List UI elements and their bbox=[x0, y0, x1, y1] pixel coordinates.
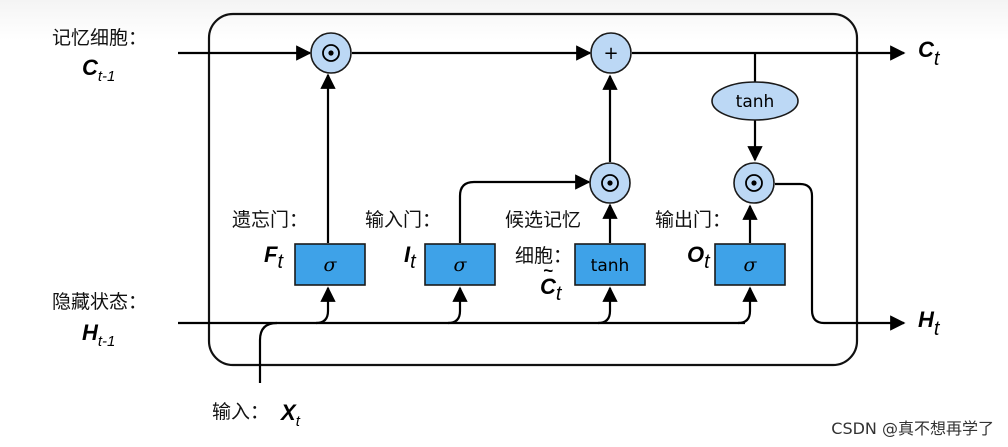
forget-gate-in-line bbox=[315, 286, 336, 325]
input-label: 输入： bbox=[212, 401, 269, 423]
forget-gate-box: σ bbox=[294, 243, 366, 286]
input-x-line bbox=[258, 321, 278, 383]
output-multiply-node bbox=[733, 162, 775, 204]
c-tilde-symbol: Ct bbox=[540, 274, 563, 305]
x-symbol: Xt bbox=[279, 400, 301, 430]
cell-tanh-label: tanh bbox=[736, 92, 775, 112]
input-gate-sigma: σ bbox=[454, 254, 468, 276]
h-prev-symbol: Ht-1 bbox=[82, 320, 115, 350]
output-gate-in-line bbox=[737, 286, 758, 325]
forget-gate-label: 遗忘门： bbox=[232, 209, 308, 231]
candidate-gate-tanh: tanh bbox=[591, 256, 630, 276]
input-gate-box: σ bbox=[424, 243, 496, 286]
memory-cell-label: 记忆细胞： bbox=[52, 27, 147, 49]
candidate-label-line2: 细胞： bbox=[515, 245, 572, 267]
h-out-symbol: Ht bbox=[918, 307, 941, 340]
lstm-cell-frame bbox=[207, 12, 859, 367]
forget-multiply-node bbox=[310, 32, 352, 74]
output-gate-sigma: σ bbox=[744, 254, 758, 276]
csdn-watermark: CSDN @真不想再学了 bbox=[831, 419, 994, 438]
add-symbol: + bbox=[603, 43, 618, 64]
i-symbol: It bbox=[404, 242, 417, 273]
output-gate-label: 输出门： bbox=[655, 209, 731, 231]
c-out-symbol: Ct bbox=[918, 37, 941, 70]
input-gate-label: 输入门： bbox=[365, 209, 441, 231]
input-multiply-node bbox=[589, 162, 631, 204]
candidate-label-line1: 候选记忆 bbox=[505, 209, 581, 231]
cell-tanh-node: tanh bbox=[711, 81, 799, 121]
input-gate-in-line bbox=[447, 286, 468, 325]
forget-gate-sigma: σ bbox=[324, 254, 338, 276]
c-tilde-mark: ~ bbox=[543, 261, 553, 280]
candidate-gate-in-line bbox=[597, 286, 618, 325]
f-symbol: Ft bbox=[264, 242, 284, 273]
add-node: + bbox=[590, 32, 632, 74]
hidden-state-out-line bbox=[775, 182, 906, 331]
output-gate-box: σ bbox=[714, 243, 786, 286]
candidate-gate-box: tanh bbox=[574, 243, 646, 286]
o-symbol: Ot bbox=[687, 242, 711, 273]
hidden-state-label: 隐藏状态： bbox=[52, 291, 147, 313]
input-gate-out-line bbox=[458, 174, 591, 243]
c-prev-symbol: Ct-1 bbox=[82, 55, 115, 85]
